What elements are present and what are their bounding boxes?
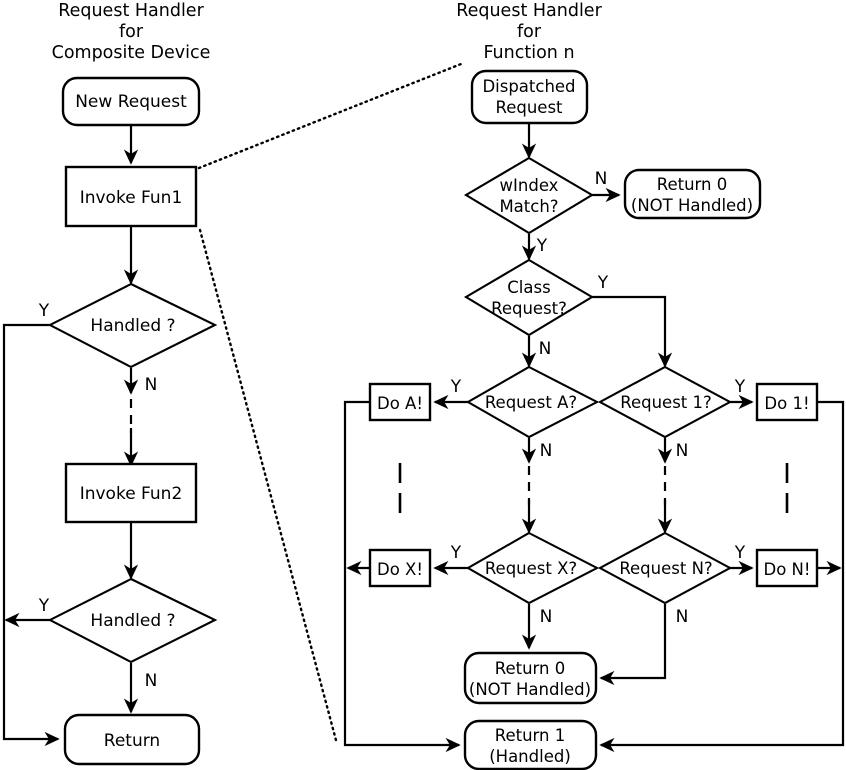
node-do-n-label: Do N! [763,560,810,579]
left-panel-title-line1: Request Handler [58,1,204,21]
edge-do-left-rail-to-return1 [343,400,461,753]
node-handled-2 [47,577,218,664]
node-dispatched-request-line1: Dispatched [482,77,575,96]
right-panel-title-line3: Function n [483,43,574,63]
node-request-x [465,531,600,605]
edge-label-request1-no: N [676,441,689,461]
right-panel-title-line1: Request Handler [456,1,602,21]
edge-handled1-yes-to-return [2,323,60,747]
node-return1-line1: Return 1 [495,726,566,745]
node-dispatched-request [470,69,589,125]
edge-label-requestn-yes: Y [734,543,746,563]
left-panel-title-line3: Composite Device [52,43,211,63]
node-invoke-fun2-label: Invoke Fun2 [80,484,183,504]
node-return0-top-line2: (NOT Handled) [631,196,753,215]
node-invoke-fun1 [64,165,198,228]
node-windex-match-line1: wIndex [500,176,559,195]
node-return-left [63,713,201,766]
edge-label-class-yes: Y [597,273,609,293]
edge-label-class-no: N [539,339,552,359]
node-dispatched-request-line2: Request [495,98,563,117]
node-return0-top-line1: Return 0 [657,175,728,194]
node-windex-match [463,156,595,235]
node-do-n [755,548,819,588]
node-do-a-label: Do A! [377,394,423,413]
node-request-a-label: Request A? [485,393,577,412]
edge-label-requesta-no: N [540,441,553,461]
node-return-left-label: Return [104,731,160,751]
edge-label-handled2-no: N [145,671,158,691]
node-request-1 [597,365,733,439]
node-request-n-label: Request N? [619,559,712,578]
node-class-request [463,258,595,337]
node-windex-match-line2: Match? [499,197,558,216]
edge-label-requestn-no: N [676,607,689,627]
node-return0-bottom-line1: Return 0 [495,659,566,678]
node-request-a [465,365,600,439]
node-return1-line2: (Handled) [489,747,571,766]
node-handled-1 [47,282,218,369]
node-class-request-line1: Class [507,278,550,297]
node-invoke-fun2 [64,462,198,524]
left-panel-title-line2: for [119,22,144,42]
edge-label-windex-no: N [595,169,608,189]
edge-label-windex-yes: Y [536,236,548,256]
node-return0-top [623,168,762,220]
callout-line-lower [198,228,339,746]
node-do-1-label: Do 1! [764,394,809,413]
node-request-x-label: Request X? [485,559,577,578]
edge-label-requestx-yes: Y [450,543,462,563]
node-request-n [597,531,733,605]
node-new-request-label: New Request [75,92,187,112]
edge-label-handled2-yes: Y [38,596,50,616]
node-return1 [463,719,598,770]
node-do-x [368,548,432,588]
edge-label-requestx-no: N [540,607,553,627]
right-panel-title-line2: for [517,22,542,42]
edge-do-right-rail-to-return1 [599,400,845,753]
edge-class-yes-to-request1 [592,295,673,368]
node-class-request-line2: Request? [491,299,567,318]
node-do-1 [755,382,819,422]
node-request-1-label: Request 1? [620,393,712,412]
edge-label-handled1-yes: Y [38,301,50,321]
edge-label-handled1-no: N [145,375,158,395]
node-return0-bottom [463,651,598,705]
edge-label-requesta-yes: Y [450,377,462,397]
node-do-x-label: Do X! [377,560,423,579]
node-handled-1-label: Handled ? [90,316,175,336]
node-new-request [61,76,201,127]
edge-label-request1-yes: Y [734,377,746,397]
edge-requestn-no-to-return0 [599,604,667,686]
node-handled-2-label: Handled ? [90,611,175,631]
node-do-a [368,382,432,422]
node-invoke-fun1-label: Invoke Fun1 [80,188,183,208]
callout-line-upper [197,62,463,170]
node-return0-bottom-line2: (NOT Handled) [469,680,591,699]
